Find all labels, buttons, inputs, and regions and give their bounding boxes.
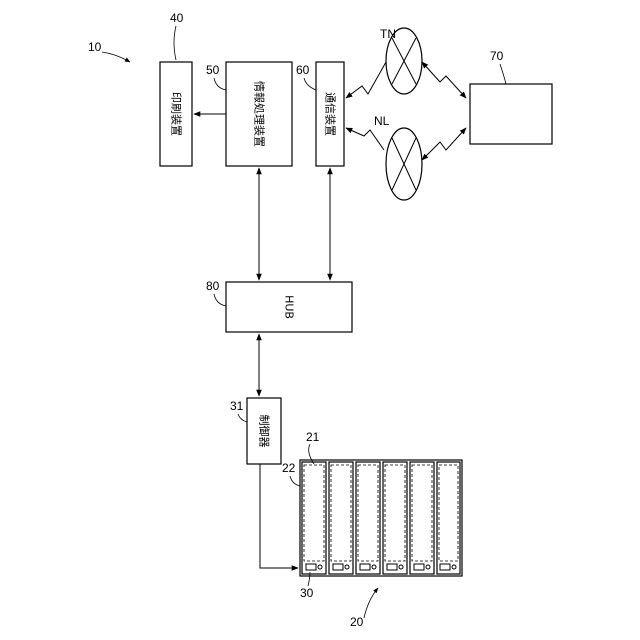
comm-tn-link [346, 62, 386, 98]
nl-external-link [422, 128, 466, 160]
network-nl-label: NL [374, 114, 390, 128]
rack-ref-arrow [364, 588, 378, 618]
controller-leader [238, 414, 247, 422]
network-tn-label: TN [380, 27, 396, 41]
info-processor-leader [214, 78, 226, 90]
figure-ref-arrow [102, 52, 130, 62]
print-device-leader [174, 26, 176, 60]
comm-device-ref: 60 [296, 63, 310, 77]
external-device-ref: 70 [490, 49, 504, 63]
rack-unit [302, 462, 326, 574]
indicator-ref: 30 [300, 586, 314, 600]
figure-ref-label: 10 [88, 40, 102, 54]
controller-label: 制御器 [258, 415, 272, 448]
rack-unit [329, 462, 353, 574]
rack-unit [383, 462, 407, 574]
rack-unit-ref: 21 [306, 430, 320, 444]
hub-ref: 80 [206, 279, 220, 293]
print-device-label: 印刷装置 [170, 92, 183, 136]
rack-unit [410, 462, 434, 574]
external-device-box [470, 84, 552, 144]
print-device-ref: 40 [170, 11, 184, 25]
info-processor-ref: 50 [206, 63, 220, 77]
rack-frame-ref: 22 [282, 461, 296, 475]
rack-frame-leader [290, 476, 300, 486]
rack-unit [356, 462, 380, 574]
comm-nl-link [346, 128, 384, 150]
controller-ref: 31 [230, 399, 244, 413]
rack-unit [437, 462, 460, 574]
tn-external-link [422, 62, 466, 98]
controller-rack-arrow [260, 464, 298, 568]
rack-ref: 20 [350, 615, 364, 629]
external-device-leader [500, 64, 506, 84]
hub-leader [214, 294, 226, 306]
hub-label: HUB [283, 295, 296, 319]
info-processor-label: 情報処理装置 [253, 81, 266, 147]
comm-device-label: 通信装置 [324, 92, 337, 136]
comm-device-leader [304, 78, 316, 90]
